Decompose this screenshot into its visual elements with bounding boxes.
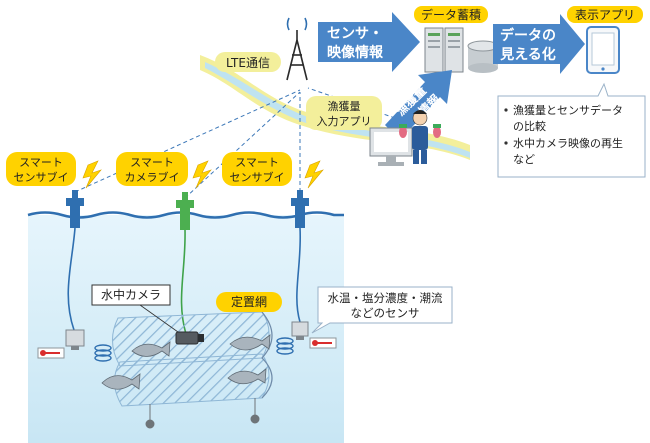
anchors — [145, 398, 260, 429]
pi-left-line1: スマート — [19, 156, 63, 169]
fish-icons — [101, 334, 271, 390]
lte-label: LTE通信 — [215, 52, 281, 72]
buoy-left-icon — [66, 190, 84, 228]
note-line-2: の比較 — [513, 119, 546, 133]
buoy-camera-icon — [176, 192, 194, 230]
catch-input-line2: 入力アプリ — [317, 115, 372, 128]
river-stripe-blue — [205, 62, 470, 158]
data-storage-text: データ蓄積 — [421, 7, 481, 22]
fixed-net — [112, 311, 273, 407]
note-line-3: 水中カメラ映像の再生 — [513, 136, 623, 150]
pc-monitor-icon — [369, 127, 413, 166]
arrow-visualize: データの 見える化 — [493, 14, 585, 74]
tablet-icon — [586, 26, 620, 74]
note-line-4: など — [513, 153, 535, 166]
sensors-callout-line2: などのセンサ — [351, 306, 420, 320]
catch-input-line1: 漁獲量 — [328, 99, 361, 113]
buoy-right-icon — [291, 190, 309, 228]
sensors-callout: 水温・塩分濃度・潮流 などのセンサ — [311, 286, 453, 334]
pi-right-line2: センサブイ — [230, 170, 285, 184]
database-icon — [467, 40, 499, 73]
pi-camera-line2: カメラブイ — [125, 170, 180, 184]
arrow-sensor-video-line2: 映像情報 — [327, 44, 384, 61]
display-app-text: 表示アプリ — [575, 8, 635, 22]
pi-left-line2: センサブイ — [14, 170, 69, 184]
smart-camera-buoy-badge: スマート カメラブイ — [116, 152, 188, 186]
arrow-visualize-line2: 見える化 — [499, 46, 556, 63]
sensor-box-right-icon — [291, 321, 309, 340]
arrow-visualize-line1: データの — [500, 27, 556, 44]
lightning-icon — [82, 160, 324, 189]
fisherman-icon — [399, 110, 441, 164]
fixed-net-label: 定置網 — [216, 292, 282, 312]
underwater-camera-label: 水中カメラ — [91, 284, 179, 333]
underwater-camera-icon — [175, 331, 204, 345]
lte-antenna-icon — [286, 17, 308, 81]
sensors-callout-line1: 水温・塩分濃度・潮流 — [328, 291, 443, 305]
note-line-1: 漁獲量とセンサデータ — [513, 103, 623, 117]
thermometer-tag-icons — [37, 337, 337, 359]
sensor-box-left-icon — [65, 329, 85, 350]
lte-label-text: LTE通信 — [226, 56, 270, 70]
pi-camera-line1: スマート — [130, 156, 174, 169]
server-icon — [424, 27, 464, 73]
arrow-sensor-video-info: センサ・ 映像情報 — [318, 12, 420, 72]
data-storage-badge: データ蓄積 — [414, 6, 488, 23]
sensor-probe-icons — [94, 337, 294, 362]
fixed-net-text: 定置網 — [231, 294, 267, 309]
catch-input-app-label: 漁獲量 入力アプリ — [306, 96, 382, 130]
notes-callout: 漁獲量とセンサデータ の比較 水中カメラ映像の再生 など — [497, 82, 646, 178]
underwater-camera-text: 水中カメラ — [101, 287, 161, 302]
pi-right-line1: スマート — [235, 156, 279, 169]
smart-sensor-buoy-left-badge: スマート センサブイ — [6, 152, 76, 186]
smart-sensor-buoy-right-badge: スマート センサブイ — [222, 152, 292, 186]
display-app-badge: 表示アプリ — [567, 6, 643, 23]
arrow-sensor-video-line1: センサ・ — [327, 26, 383, 42]
